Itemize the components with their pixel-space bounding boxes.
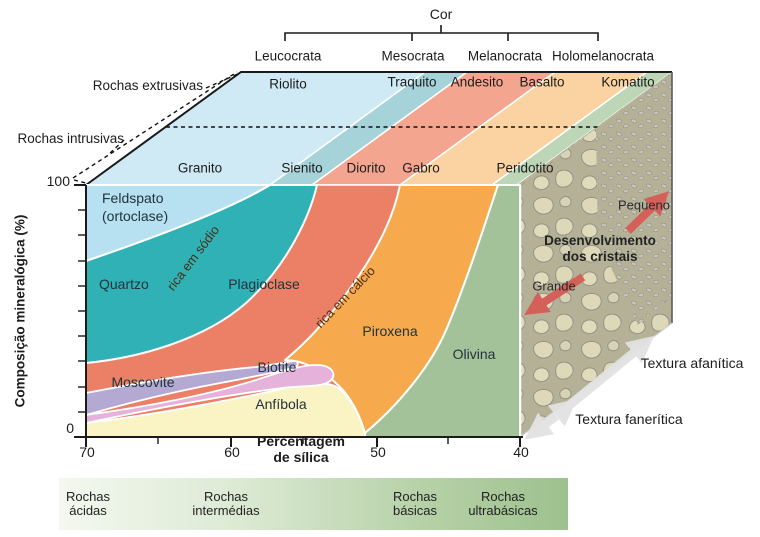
bar-rochas-basicas: Rochas básicas (392, 489, 438, 518)
y-axis-max: 100 (46, 173, 70, 189)
label-quartzo: Quartzo (99, 276, 149, 292)
category-melanocrata: Melanocrata (467, 48, 543, 64)
rock-diorito: Diorito (346, 160, 386, 176)
rock-riolito: Riolito (269, 76, 307, 92)
x-tick-70: 70 (79, 444, 95, 460)
rock-gabro: Gabro (402, 160, 440, 176)
category-leucocrata: Leucocrata (254, 48, 322, 64)
extrusive-rocks-label: Rochas extrusivas (92, 78, 203, 93)
label-piroxena: Piroxena (362, 323, 418, 339)
rock-peridotito: Peridotito (496, 160, 554, 176)
region-olivina (364, 184, 521, 438)
annotation-dashed-lines (72, 71, 241, 184)
rock-granito: Granito (177, 160, 223, 176)
y-axis-min: 0 (66, 420, 74, 436)
top-face-outline (85, 71, 672, 186)
rock-sienito: Sienito (281, 160, 323, 176)
rock-komatito: Komatito (601, 74, 655, 90)
label-moscovite: Moscovite (111, 374, 175, 390)
bar-rochas-acidas: Rochas ácidas (65, 489, 111, 518)
label-textura-afanitica: Textura afanítica (640, 355, 744, 371)
x-tick-50: 50 (370, 444, 386, 460)
label-pequeno: Pequeno (617, 197, 671, 213)
label-olivina: Olivina (452, 346, 496, 362)
rock-basalto: Basalto (519, 74, 565, 90)
label-plagioclase: Plagioclase (228, 276, 300, 292)
axes (74, 184, 523, 447)
x-axis-label: Percentagem de sílica (257, 433, 345, 465)
region-quartzo (85, 184, 318, 364)
texture-arrows (524, 335, 655, 440)
front-face (85, 184, 521, 438)
region-biotite (85, 364, 335, 424)
label-feldspato: Feldspato (ortoclase) (102, 190, 169, 224)
color-bracket (284, 25, 599, 41)
color-title: Cor (429, 6, 453, 22)
y-axis-label: Composição mineralógica (%) (12, 214, 28, 408)
crystal-development-title: Desenvolvimento dos cristais (544, 233, 656, 264)
bar-rochas-intermedias: Rochas intermédias (192, 489, 260, 518)
label-anfibola: Anfíbola (255, 396, 307, 412)
crystal-size-arrows (524, 191, 670, 315)
small-crystal-arrow (625, 191, 670, 234)
category-mesocrata: Mesocrata (381, 48, 445, 64)
x-tick-40: 40 (513, 444, 529, 460)
label-biotite: Biotite (257, 359, 297, 375)
label-grande: Grande (532, 278, 576, 294)
category-holomelanocrata: Holomelanocrata (551, 48, 655, 64)
region-moscovite (85, 360, 299, 416)
rock-traquito: Traquito (387, 74, 437, 90)
label-textura-faneritica: Textura fanerítica (575, 411, 683, 427)
large-crystal-arrow (524, 273, 586, 315)
bar-rochas-ultrabasicas: Rochas ultrabásicas (468, 489, 538, 518)
x-tick-60: 60 (224, 444, 240, 460)
rock-classification-bar (59, 478, 568, 530)
rock-andesito: Andesito (450, 74, 504, 90)
intrusive-rocks-label: Rochas intrusivas (17, 131, 124, 146)
